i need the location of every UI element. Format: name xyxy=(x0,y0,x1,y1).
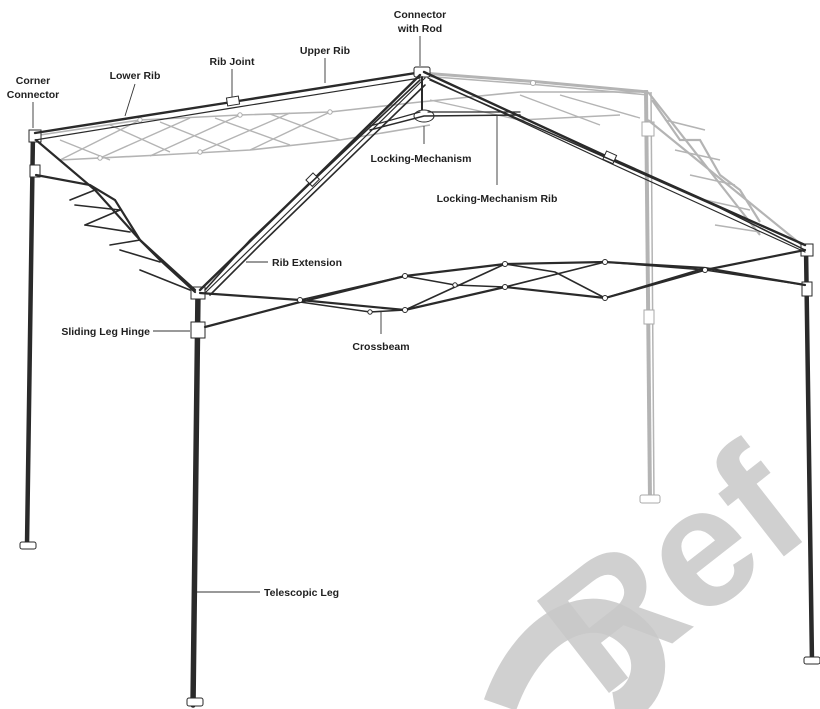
back-frame xyxy=(39,71,809,504)
sliding-leg-hinge xyxy=(190,321,206,339)
label-rib-extension: Rib Extension xyxy=(272,257,342,269)
label-sliding-leg-hinge: Sliding Leg Hinge xyxy=(61,326,150,338)
label-rib-joint: Rib Joint xyxy=(210,56,255,68)
label-corner-connector-1: Corner xyxy=(16,75,50,87)
label-locking-mechanism-rib: Locking-Mechanism Rib xyxy=(437,193,558,205)
leader-lines xyxy=(32,36,498,593)
label-crossbeam: Crossbeam xyxy=(352,341,409,353)
rib-joint xyxy=(225,95,241,107)
part-labels: Corner Connector Lower Rib Rib Joint Upp… xyxy=(7,9,558,599)
watermark-stroke xyxy=(483,598,666,709)
label-connector-with-rod-1: Connector xyxy=(394,9,447,21)
label-corner-connector-2: Connector xyxy=(7,89,60,101)
label-upper-rib: Upper Rib xyxy=(300,45,350,57)
apex-connector xyxy=(413,66,431,78)
label-connector-with-rod-2: with Rod xyxy=(397,23,442,35)
label-telescopic-leg: Telescopic Leg xyxy=(264,587,339,599)
label-locking-mechanism: Locking-Mechanism xyxy=(371,153,472,165)
watermark: Ref xyxy=(483,411,820,709)
front-frame xyxy=(19,66,820,708)
label-lower-rib: Lower Rib xyxy=(110,70,161,82)
